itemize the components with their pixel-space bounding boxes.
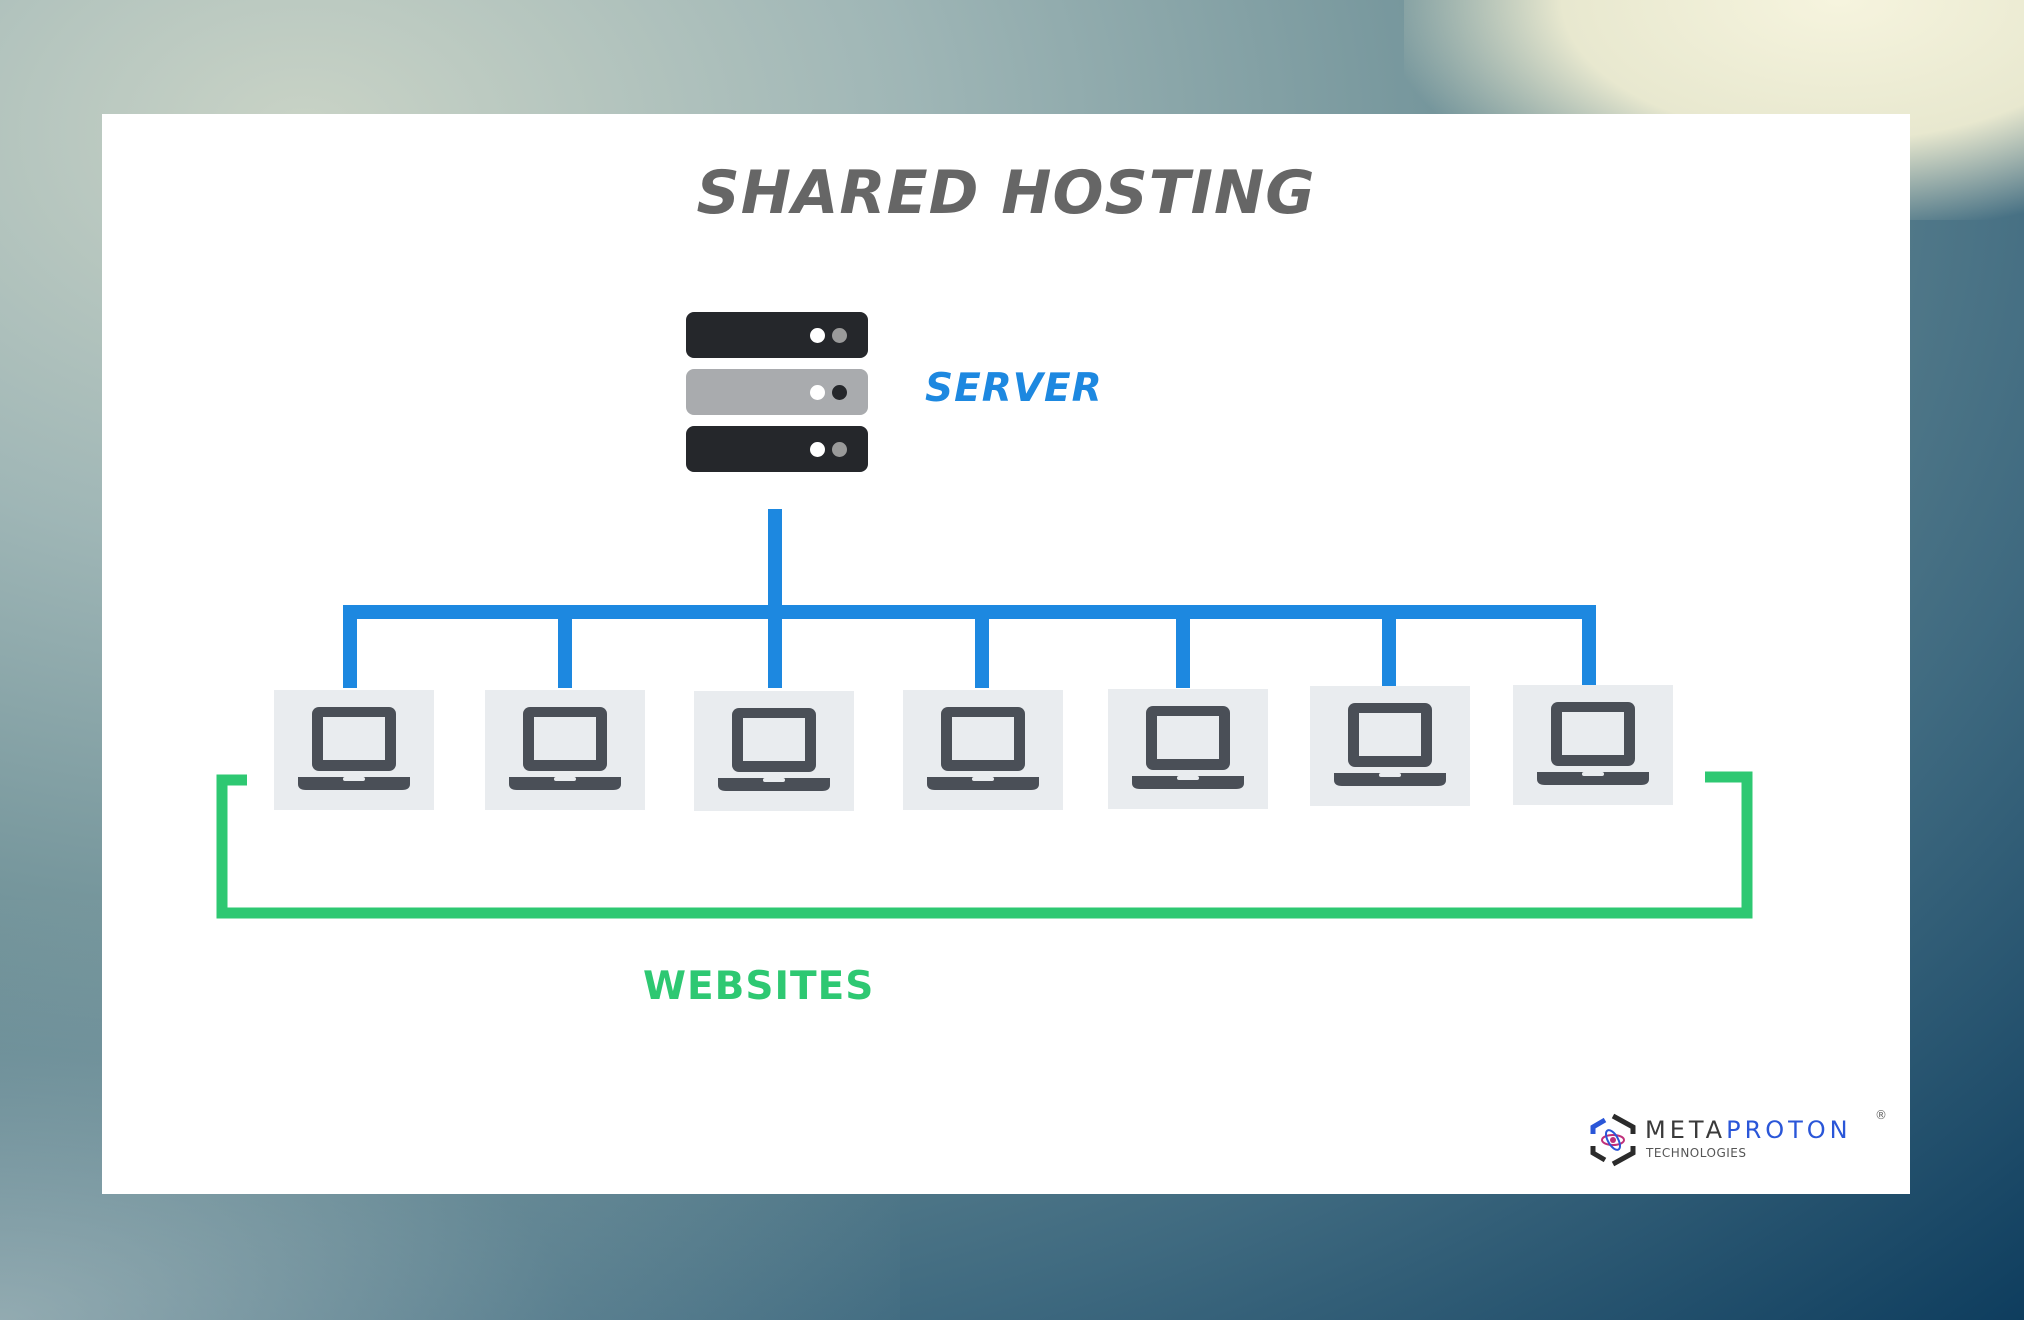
laptop-icon	[509, 707, 621, 790]
laptop-icon	[1132, 706, 1244, 789]
server-led	[810, 385, 825, 400]
website-laptop	[485, 690, 645, 810]
logo-subtitle: TECHNOLOGIES	[1646, 1146, 1747, 1160]
website-laptop	[1108, 689, 1268, 809]
logo-registered-mark: ®	[1875, 1108, 1887, 1122]
server-unit-top	[686, 312, 868, 358]
server-label: SERVER	[925, 366, 1103, 411]
laptop-icon	[927, 707, 1039, 790]
server-links	[343, 509, 1596, 688]
server-rack-icon	[686, 312, 868, 472]
laptop-icon	[718, 708, 830, 791]
laptop-icon	[1334, 703, 1446, 786]
websites-bracket	[216, 771, 1753, 919]
server-led	[832, 442, 847, 457]
website-laptop	[903, 690, 1063, 810]
connection-lines	[216, 509, 1753, 919]
logo-brand-meta: META	[1645, 1116, 1727, 1144]
website-laptop	[274, 690, 434, 810]
server-led	[832, 385, 847, 400]
server-unit-bottom	[686, 426, 868, 472]
company-logo: METAPROTON ® TECHNOLOGIES	[1587, 1108, 1897, 1172]
website-laptop	[694, 691, 854, 811]
server-led	[810, 328, 825, 343]
website-laptop	[1310, 686, 1470, 806]
diagram-title: SHARED HOSTING	[696, 158, 1316, 228]
website-laptop	[1513, 685, 1673, 805]
logo-brand: METAPROTON	[1645, 1116, 1852, 1144]
laptop-icon	[298, 707, 410, 790]
websites-label: WEBSITES	[643, 964, 875, 1009]
metaproton-logo-icon	[1590, 1113, 1636, 1167]
laptop-icon	[1537, 702, 1649, 785]
diagram-panel: SHARED HOSTING SERVER WEBS	[102, 114, 1910, 1194]
logo-brand-proton: PROTON	[1726, 1116, 1852, 1144]
server-unit-middle	[686, 369, 868, 415]
server-led	[832, 328, 847, 343]
server-led	[810, 442, 825, 457]
